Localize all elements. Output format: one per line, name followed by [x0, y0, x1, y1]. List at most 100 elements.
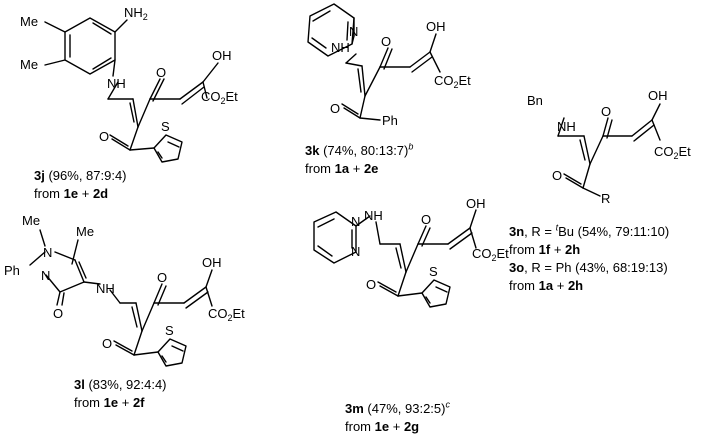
reagent-b-3m: 2g [403, 419, 420, 434]
reagent-b-3j: 2d [92, 186, 109, 201]
caption-3j-line1: 3j (96%, 87:9:4) [34, 167, 127, 185]
structure-3k: N NH O OH CO2Et O Ph [307, 3, 471, 128]
reagent-b-3o: 2h [567, 278, 584, 293]
atom-3l-ring-o: O [53, 306, 63, 321]
detail-3n: (54%, 79:11:10) [577, 224, 670, 239]
from-3m: from [345, 419, 371, 434]
caption-3n-line1: 3n, R = tBu (54%, 79:11:10) [509, 223, 669, 241]
atom-3l-phenyl: Ph [4, 263, 20, 278]
atom-3l-c-methyl: Me [76, 224, 94, 239]
reagent-a-3m: 1e [374, 419, 390, 434]
reagent-b-3k: 2e [363, 161, 379, 176]
atom-3l-imine-nh: NH [96, 281, 115, 296]
footnote-3k: b [408, 141, 414, 152]
plus-3o: + [556, 278, 565, 293]
plus-3n: + [553, 242, 562, 257]
caption-3l-line2: from 1e + 2f [74, 394, 167, 412]
atom-3j-imine-nh: NH [107, 76, 126, 91]
detail-3m: (47%, 93:2:5) [367, 401, 446, 416]
atom-3j-methyl-top: Me [20, 14, 38, 29]
reagent-b-3n: 2h [565, 242, 581, 257]
atom-3k-ester: CO2Et [434, 73, 471, 90]
detail-3l: (83%, 92:4:4) [88, 377, 167, 392]
atom-3j-amine: NH2 [124, 5, 148, 22]
atom-3k-imine-nh: NH [331, 40, 350, 55]
detail-3k: (74%, 80:13:7) [323, 143, 409, 158]
atom-3n-ketone-o: O [601, 104, 611, 119]
structure-3m: N N NH O OH CO2Et O S [313, 196, 509, 308]
atom-3k-pyridine-n: N [349, 24, 358, 39]
caption-3l-line1: 3l (83%, 92:4:4) [74, 376, 167, 394]
reagent-a-3k: 1a [334, 161, 350, 176]
atom-3j-ester: CO2Et [201, 89, 238, 106]
atom-3m-ketone-o: O [421, 212, 431, 227]
atom-3k-ketone-o: O [381, 34, 391, 49]
atom-3m-acyl-o: O [366, 277, 376, 292]
caption-3m: 3m (47%, 93:2:5)c from 1e + 2g [345, 400, 450, 436]
atom-3k-enol-oh: OH [426, 19, 446, 34]
atom-3k-phenyl: Ph [382, 113, 398, 128]
label-3j: 3j [34, 168, 45, 183]
atom-3l-ketone-o: O [157, 270, 167, 285]
atom-3n-r-group: R [601, 191, 610, 206]
plus-3m: + [392, 419, 401, 434]
r-value-3n: Bu [558, 224, 575, 239]
atom-3n-imine-nh: NH [557, 119, 576, 134]
atom-3l-ester: CO2Et [208, 306, 245, 323]
plus-3j: + [81, 186, 90, 201]
label-3m: 3m [345, 401, 364, 416]
atom-3k-acyl-o: O [330, 101, 340, 116]
atom-3j-enol-oh: OH [212, 48, 232, 63]
detail-3o: (43%, 68:19:13) [575, 260, 668, 275]
atom-3l-thiophene-s: S [165, 323, 174, 338]
atom-3n-acyl-o: O [552, 168, 562, 183]
label-3k: 3k [305, 143, 320, 158]
plus-3k: + [352, 161, 361, 176]
structure-3l: Me Me N N Ph O NH O OH CO2Et O S [4, 213, 245, 367]
atom-3n-enol-oh: OH [648, 88, 668, 103]
caption-3n-line2: from 1f + 2h [509, 241, 669, 259]
reagent-a-3j: 1e [63, 186, 79, 201]
label-3o: 3o [509, 260, 525, 275]
r-prefix-3o: , R = [524, 260, 556, 275]
reagent-a-3n: 1f [538, 242, 551, 257]
detail-3j: (96%, 87:9:4) [48, 168, 127, 183]
r-value-3o: Ph [555, 260, 572, 275]
structure-3j: Me Me NH2 NH O OH CO2Et O S [20, 5, 238, 163]
r-prefix-3n: , R = [524, 224, 556, 239]
reagent-b-3l: 2f [132, 395, 145, 410]
atom-3j-ketone-o: O [156, 65, 166, 80]
atom-3l-ring-n1: N [43, 245, 52, 260]
from-3k: from [305, 161, 331, 176]
caption-3k: 3k (74%, 80:13:7)b from 1a + 2e [305, 142, 413, 178]
caption-3n-3o: 3n, R = tBu (54%, 79:11:10) from 1f + 2h… [509, 223, 669, 295]
footnote-3m: c [445, 399, 450, 410]
atom-3l-n-methyl: Me [22, 213, 40, 228]
atom-3j-methyl-bottom: Me [20, 57, 38, 72]
r-super-3n: t [555, 222, 559, 233]
structure-3n-3o: Bn NH O OH CO2Et O R [527, 88, 691, 206]
from-3l: from [74, 395, 100, 410]
atom-3j-thiophene-s: S [161, 119, 170, 134]
reagent-a-3o: 1a [538, 278, 554, 293]
from-3j: from [34, 186, 60, 201]
atom-3n-benzyl: Bn [527, 93, 543, 108]
atom-3m-pyrimidine-n1: N [351, 214, 360, 229]
atom-3m-enol-oh: OH [466, 196, 486, 211]
reagent-a-3l: 1e [103, 395, 119, 410]
atom-3n-ester: CO2Et [654, 144, 691, 161]
atom-3m-pyrimidine-n2: N [351, 244, 360, 259]
label-3l: 3l [74, 377, 85, 392]
caption-3l: 3l (83%, 92:4:4) from 1e + 2f [74, 376, 167, 412]
atom-3m-ester: CO2Et [472, 246, 509, 263]
caption-3k-line2: from 1a + 2e [305, 160, 413, 178]
caption-3j-line2: from 1e + 2d [34, 185, 127, 203]
caption-3m-line1: 3m (47%, 93:2:5)c [345, 400, 450, 418]
atom-3j-acyl-o: O [99, 129, 109, 144]
caption-3m-line2: from 1e + 2g [345, 418, 450, 436]
atom-3l-acyl-o: O [102, 336, 112, 351]
atom-3m-imine-nh: NH [364, 208, 383, 223]
caption-3j: 3j (96%, 87:9:4) from 1e + 2d [34, 167, 127, 203]
plus-3l: + [121, 395, 130, 410]
